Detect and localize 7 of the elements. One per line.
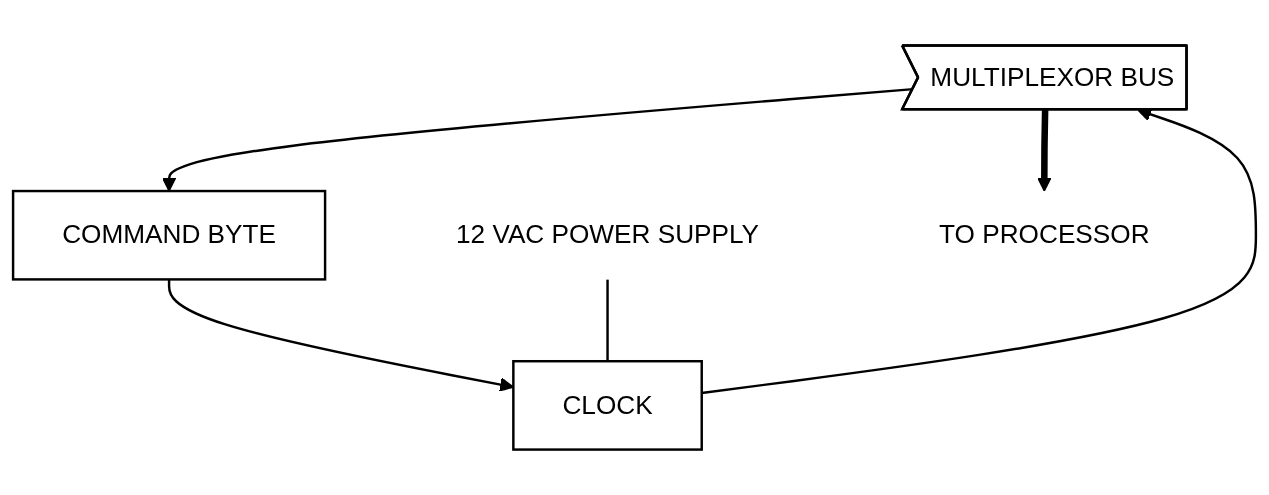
- node-text: 12 VAC POWER SUPPLY: [455, 220, 760, 249]
- arrow: [1037, 110, 1052, 192]
- node-box: CLOCK: [512, 360, 703, 451]
- node-box: COMMAND BYTE: [11, 189, 327, 281]
- arrow: [167, 279, 514, 392]
- connector: [606, 279, 609, 362]
- node-text: TO PROCESSOR: [939, 220, 1150, 249]
